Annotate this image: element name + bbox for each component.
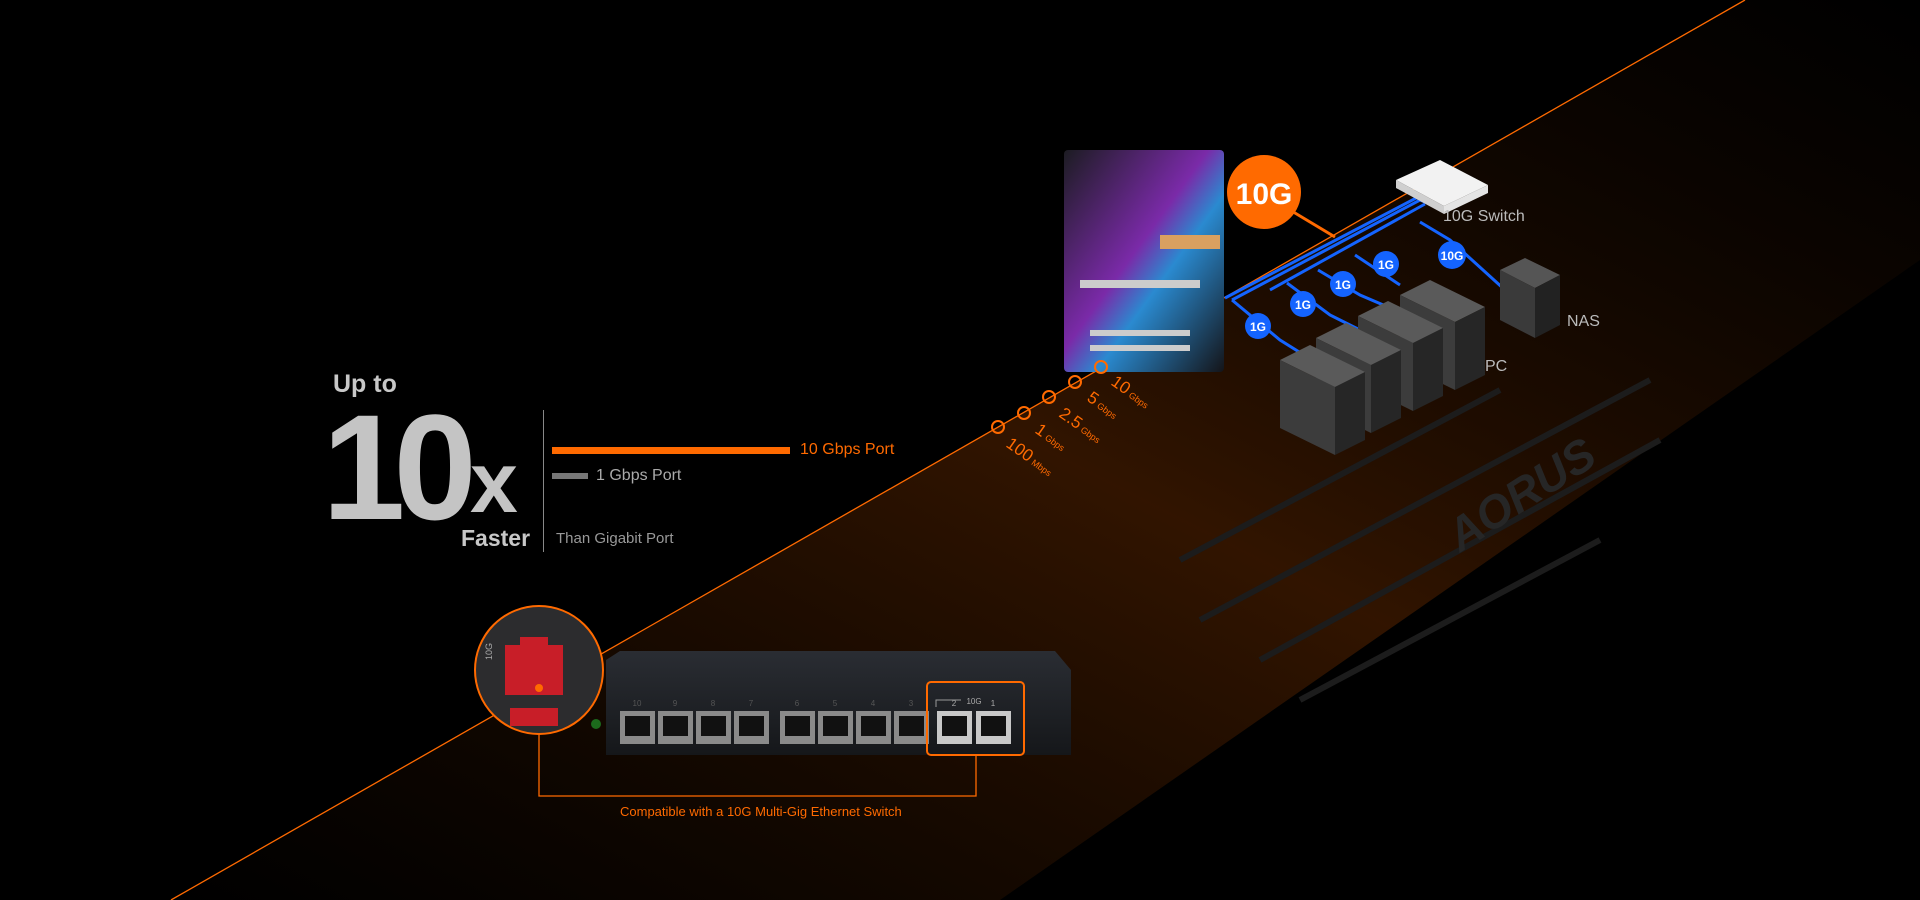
svg-text:1G: 1G	[1335, 278, 1351, 292]
port-socket	[942, 716, 967, 736]
port-socket	[785, 716, 810, 736]
switch-ports: 10 9 8 7 6 5 4 3 2 1	[620, 699, 1011, 744]
link-badges: 1G 1G 1G 1G 10G	[1245, 241, 1466, 339]
svg-text:1G: 1G	[1378, 258, 1394, 272]
port-number: 6	[795, 699, 800, 708]
pc-icons	[1280, 280, 1485, 455]
port-number: 7	[749, 699, 754, 708]
port-number: 1	[991, 699, 996, 708]
faster-label: Faster	[461, 525, 531, 551]
svg-text:10G: 10G	[1441, 249, 1464, 263]
port-number: 9	[673, 699, 678, 708]
port-number: 10	[633, 699, 642, 708]
pc-label: PC	[1485, 358, 1507, 375]
port-socket	[663, 716, 688, 736]
port-socket	[739, 716, 764, 736]
port-socket	[823, 716, 848, 736]
bracket-line	[538, 690, 977, 797]
bar-1gbps-label: 1 Gbps Port	[596, 467, 682, 484]
up-to-label: Up to	[333, 370, 397, 398]
comparison-label: Than Gigabit Port	[556, 530, 674, 547]
bar-10gbps	[552, 447, 790, 454]
port-zoom-circle: 10G	[474, 605, 604, 735]
divider	[543, 410, 544, 552]
bar-1gbps	[552, 473, 588, 479]
watermark-stripes	[1178, 377, 1662, 703]
compatibility-caption: Compatible with a 10G Multi-Gig Ethernet…	[620, 804, 902, 819]
port-socket	[899, 716, 924, 736]
nas-icon	[1500, 258, 1560, 338]
diagonal-accent-line	[170, 0, 1746, 900]
link-10g-line	[1289, 208, 1336, 239]
svg-text:1G: 1G	[1250, 320, 1266, 334]
port-number: 2	[952, 699, 957, 708]
10g-group-label: 10G	[966, 697, 981, 706]
multiplier-x: x	[470, 435, 518, 531]
svg-text:10G: 10G	[484, 643, 494, 660]
port-number: 5	[833, 699, 838, 708]
port-number: 3	[909, 699, 914, 708]
port-socket	[981, 716, 1006, 736]
speed-ladder	[991, 360, 1108, 434]
motherboard-image	[1064, 150, 1224, 372]
bar-10gbps-label: 10 Gbps Port	[800, 441, 895, 458]
10g-switch-icon	[1396, 160, 1488, 214]
port-socket	[861, 716, 886, 736]
nas-label: NAS	[1567, 313, 1600, 330]
port-number: 4	[871, 699, 876, 708]
switch-label: 10G Switch	[1443, 208, 1525, 225]
port-socket	[625, 716, 650, 736]
multiplier-number: 10	[322, 383, 477, 551]
10g-badge-label: 10G	[1236, 178, 1293, 211]
svg-text:1G: 1G	[1295, 298, 1311, 312]
port-socket	[701, 716, 726, 736]
10g-badge	[1227, 155, 1301, 229]
port-number: 8	[711, 699, 716, 708]
